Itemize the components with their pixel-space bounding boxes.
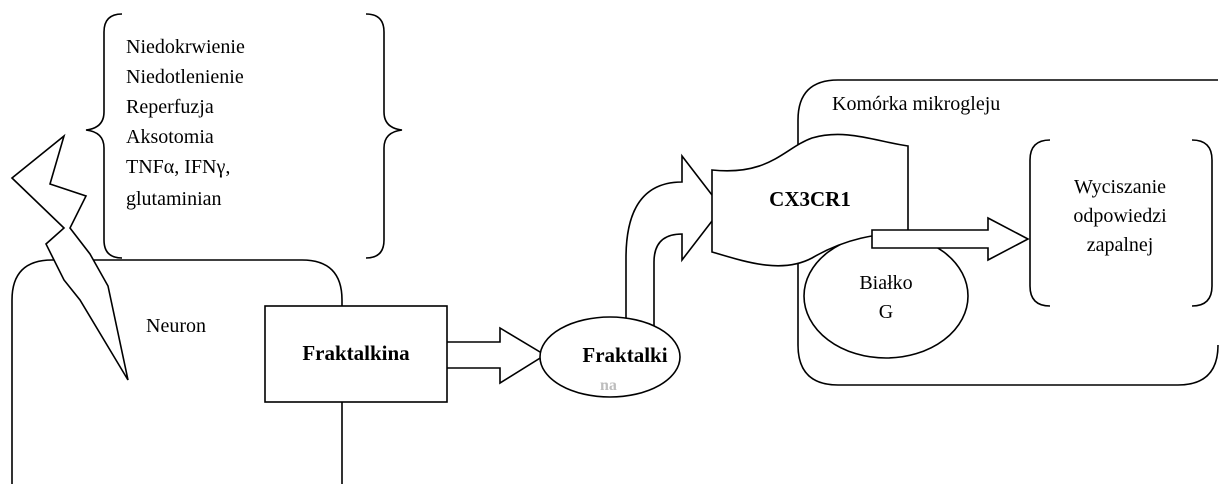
- stimulus-2: Reperfuzja: [126, 96, 214, 118]
- gprotein-label-line1: Białko: [859, 272, 912, 294]
- outcome-line-2: zapalnej: [1087, 234, 1154, 256]
- stimuli-left-brace: [85, 13, 123, 259]
- fraktalkina-box-label: Fraktalkina: [302, 341, 410, 365]
- stimulus-0: Niedokrwienie: [126, 36, 245, 58]
- neuron-cell-outline: [11, 259, 343, 484]
- fraktalkina-ellipse: [539, 316, 681, 398]
- outcome-line-0: Wyciszanie: [1074, 176, 1166, 198]
- stimulus-3: Aksotomia: [126, 126, 214, 148]
- outcome-right-paren: [1191, 139, 1213, 307]
- neuron-label: Neuron: [146, 315, 206, 337]
- stimulus-1: Niedotlenienie: [126, 66, 244, 88]
- receptor-label: CX3CR1: [769, 187, 851, 211]
- stimulus-4: TNFα, IFNγ,: [126, 156, 230, 178]
- arrow-ellipse-to-receptor: [625, 153, 724, 331]
- fraktalkina-ellipse-label: Fraktalki: [582, 343, 667, 367]
- fraktalkina-ellipse-clipped-fragment: na: [600, 377, 617, 394]
- microglia-cell-outline: [797, 79, 1219, 386]
- gprotein-label-line2: G: [879, 301, 893, 323]
- arrow-box-to-ellipse: [439, 326, 547, 385]
- arrow-receptor-to-outcome: [871, 216, 1030, 262]
- outcome-left-paren: [1029, 139, 1051, 307]
- stimulus-5: glutaminian: [126, 188, 222, 210]
- g-protein: [803, 233, 969, 359]
- stimuli-right-brace: [365, 13, 403, 259]
- outcome-line-1: odpowiedzi: [1073, 205, 1167, 227]
- lightning-bolt-icon: [10, 133, 129, 381]
- microglia-label: Komórka mikrogleju: [832, 93, 1000, 115]
- fraktalkina-box: [264, 305, 448, 403]
